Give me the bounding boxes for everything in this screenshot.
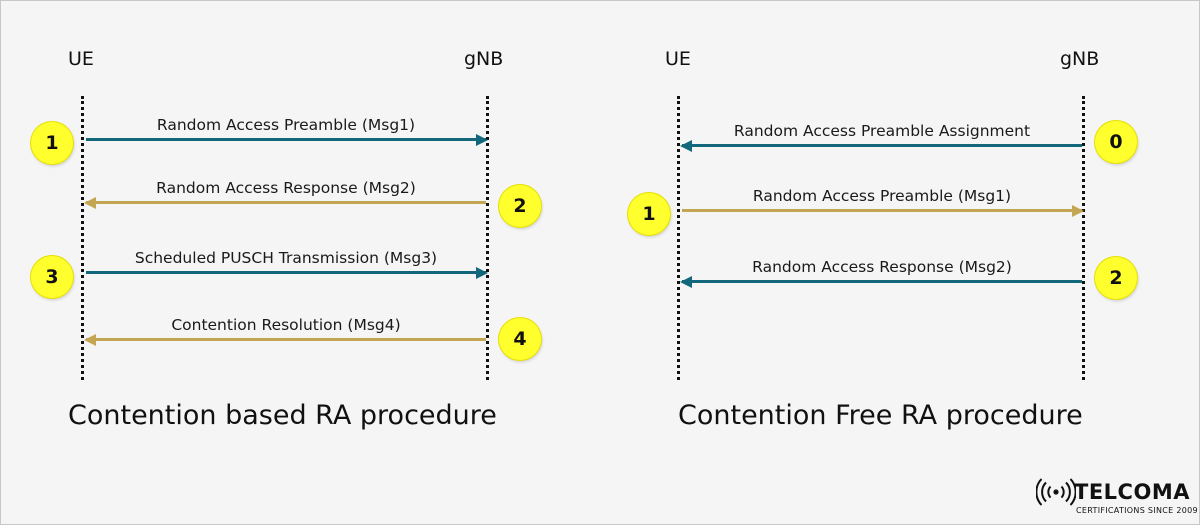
message-label: Random Access Preamble (Msg1) xyxy=(752,187,1012,205)
step-badge-1: 1 xyxy=(31,122,73,164)
message-preamble-assignment: Random Access Preamble Assignment xyxy=(680,122,1082,152)
arrowhead-icon xyxy=(680,139,692,152)
message-label: Random Access Response (Msg2) xyxy=(752,258,1012,276)
arrow-to-ue xyxy=(84,333,486,346)
message-label: Scheduled PUSCH Transmission (Msg3) xyxy=(134,249,438,267)
gnb-lifeline xyxy=(1082,96,1085,380)
message-msg4: Contention Resolution (Msg4) xyxy=(84,316,486,346)
arrow-to-ue xyxy=(680,275,1082,288)
procedure-caption: Contention based RA procedure xyxy=(68,400,497,431)
contention-based-panel: UE gNB Random Access Preamble (Msg1) Ran… xyxy=(31,48,541,431)
arrow-to-gnb xyxy=(86,133,488,146)
ue-lifeline xyxy=(81,96,84,380)
step-badge-0: 0 xyxy=(1095,121,1137,163)
gnb-lifeline xyxy=(486,96,489,380)
arrowhead-icon xyxy=(1072,204,1084,217)
step-badge-3: 3 xyxy=(31,256,73,298)
message-msg2: Random Access Response (Msg2) xyxy=(84,179,486,209)
ue-label: UE xyxy=(68,48,94,70)
arrow-to-ue xyxy=(84,196,486,209)
message-msg1: Random Access Preamble (Msg1) xyxy=(682,187,1084,217)
step-badge-1: 1 xyxy=(628,193,670,235)
arrow-to-gnb xyxy=(682,204,1084,217)
gnb-label: gNB xyxy=(464,48,504,70)
arrowhead-icon xyxy=(680,275,692,288)
message-label: Random Access Response (Msg2) xyxy=(156,179,416,197)
message-label: Random Access Preamble Assignment xyxy=(733,122,1031,140)
arrowhead-icon xyxy=(476,266,488,279)
procedure-caption: Contention Free RA procedure xyxy=(678,400,1083,431)
message-label: Contention Resolution (Msg4) xyxy=(171,316,401,334)
step-badge-2: 2 xyxy=(499,185,541,227)
contention-free-panel: UE gNB Random Access Preamble Assignment… xyxy=(600,0,1200,525)
arrowhead-icon xyxy=(84,196,96,209)
gnb-label: gNB xyxy=(1060,48,1100,70)
ue-label: UE xyxy=(665,48,691,70)
message-msg2: Random Access Response (Msg2) xyxy=(680,258,1082,288)
logo-name: TELCOMA xyxy=(1074,480,1190,504)
telcoma-logo: TELCOMA CERTIFICATIONS SINCE 2009 xyxy=(1036,478,1198,518)
logo-tagline: CERTIFICATIONS SINCE 2009 xyxy=(1076,506,1198,515)
arrowhead-icon xyxy=(84,333,96,346)
message-msg3: Scheduled PUSCH Transmission (Msg3) xyxy=(86,249,488,279)
arrow-to-gnb xyxy=(86,266,488,279)
arrowhead-icon xyxy=(476,133,488,146)
step-badge-4: 4 xyxy=(499,318,541,360)
arrow-to-ue xyxy=(680,139,1082,152)
signal-waves-icon xyxy=(1036,478,1076,506)
ue-lifeline xyxy=(677,96,680,380)
message-label: Random Access Preamble (Msg1) xyxy=(156,116,416,134)
step-badge-2: 2 xyxy=(1095,257,1137,299)
message-msg1: Random Access Preamble (Msg1) xyxy=(86,116,488,146)
